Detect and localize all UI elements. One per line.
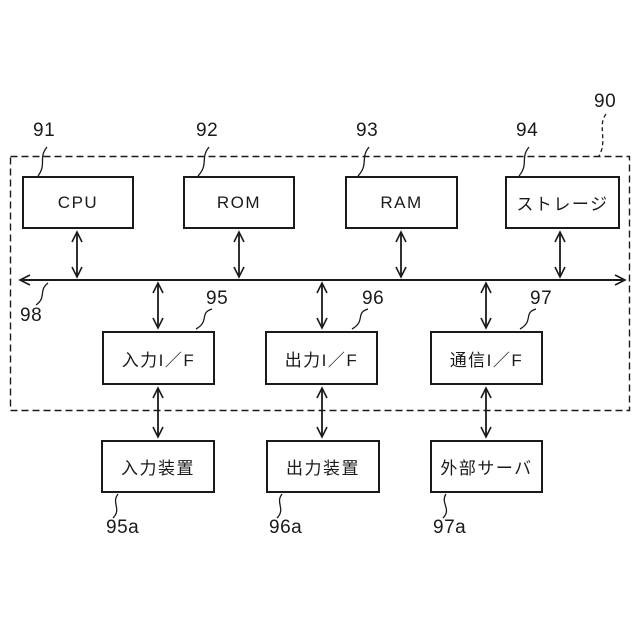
node-ram-label: RAM bbox=[380, 192, 423, 212]
leader-91 bbox=[37, 146, 48, 177]
node-output-interface: 出力I／F bbox=[265, 331, 378, 385]
node-comm-interface-label: 通信I／F bbox=[449, 350, 524, 370]
ref-96-output-if: 96 bbox=[362, 288, 385, 309]
leader-92 bbox=[197, 146, 210, 177]
ref-90-enclosure: 90 bbox=[594, 91, 617, 112]
ref-98-bus: 98 bbox=[20, 305, 43, 326]
node-input-device: 入力装置 bbox=[101, 440, 215, 493]
leader-94 bbox=[518, 146, 530, 177]
leader-95a bbox=[112, 493, 119, 519]
node-input-interface: 入力I／F bbox=[102, 331, 215, 385]
node-input-interface-label: 入力I／F bbox=[121, 350, 196, 370]
ref-97a-external-server: 97a bbox=[433, 517, 467, 538]
ref-93-ram: 93 bbox=[356, 120, 379, 141]
node-storage: ストレージ bbox=[505, 176, 620, 229]
leader-97a bbox=[442, 493, 448, 519]
leader-96a bbox=[276, 493, 283, 519]
node-rom-label: ROM bbox=[216, 192, 262, 212]
ref-92-rom: 92 bbox=[196, 120, 219, 141]
node-external-server-label: 外部サーバ bbox=[440, 459, 533, 478]
leader-93 bbox=[357, 146, 370, 177]
ref-97-comm-if: 97 bbox=[530, 288, 553, 309]
ref-95a-input-device: 95a bbox=[106, 517, 140, 538]
node-storage-label: ストレージ bbox=[516, 195, 609, 214]
ref-95-input-if: 95 bbox=[206, 288, 229, 309]
node-cpu-label: CPU bbox=[57, 192, 99, 212]
node-input-device-label: 入力装置 bbox=[121, 459, 195, 478]
ref-91-cpu: 91 bbox=[33, 120, 56, 141]
leader-97 bbox=[519, 308, 537, 330]
node-rom: ROM bbox=[183, 176, 295, 229]
leader-95 bbox=[195, 308, 213, 330]
node-output-interface-label: 出力I／F bbox=[284, 350, 359, 370]
ref-94-storage: 94 bbox=[516, 120, 539, 141]
leader-96 bbox=[351, 308, 369, 330]
node-cpu: CPU bbox=[22, 176, 134, 229]
leader-90-dashed bbox=[598, 113, 607, 157]
node-output-device-label: 出力装置 bbox=[286, 459, 360, 478]
node-comm-interface: 通信I／F bbox=[430, 331, 543, 385]
leader-98 bbox=[35, 282, 49, 306]
node-ram: RAM bbox=[345, 176, 458, 229]
ref-96a-output-device: 96a bbox=[269, 517, 303, 538]
node-output-device: 出力装置 bbox=[266, 440, 380, 493]
node-external-server: 外部サーバ bbox=[430, 440, 543, 493]
